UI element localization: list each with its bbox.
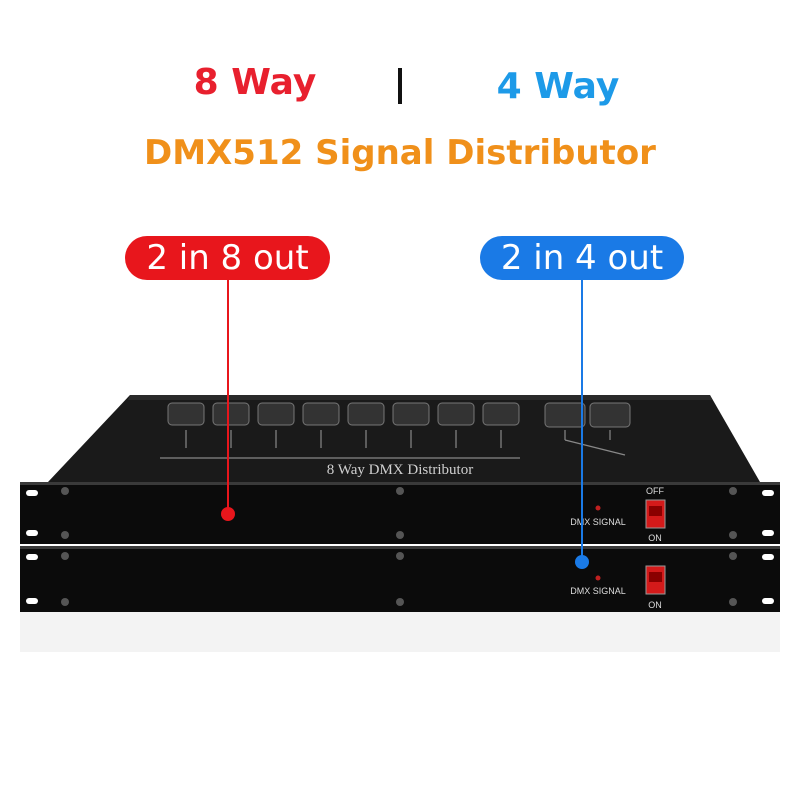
callout-dot-blue <box>575 555 589 569</box>
output-connectors <box>167 402 520 426</box>
switch-on-label-upper: ON <box>648 533 662 543</box>
callout-2-in-8-out: 2 in 8 out <box>125 236 330 280</box>
indicator-label-upper: DMX SIGNAL <box>570 517 626 527</box>
header-4-way: 4 Way <box>496 66 620 107</box>
top-diagram-lines <box>160 430 626 459</box>
signal-led-lower <box>595 575 601 581</box>
top-label: 8 Way DMX Distributor <box>327 462 473 478</box>
callout-2-in-4-out: 2 in 4 out <box>480 236 684 280</box>
reflection <box>20 612 780 652</box>
callout-dot-red <box>221 507 235 521</box>
header-separator <box>394 64 406 108</box>
switch-on-label-lower: ON <box>648 600 662 610</box>
switch-off-label: OFF <box>646 486 664 496</box>
signal-led-upper <box>595 505 601 511</box>
input-connectors <box>544 402 631 428</box>
header-8-way: 8 Way <box>193 62 317 103</box>
indicator-label-lower: DMX SIGNAL <box>570 586 626 596</box>
header-subtitle: DMX512 Signal Distributor <box>144 133 656 173</box>
